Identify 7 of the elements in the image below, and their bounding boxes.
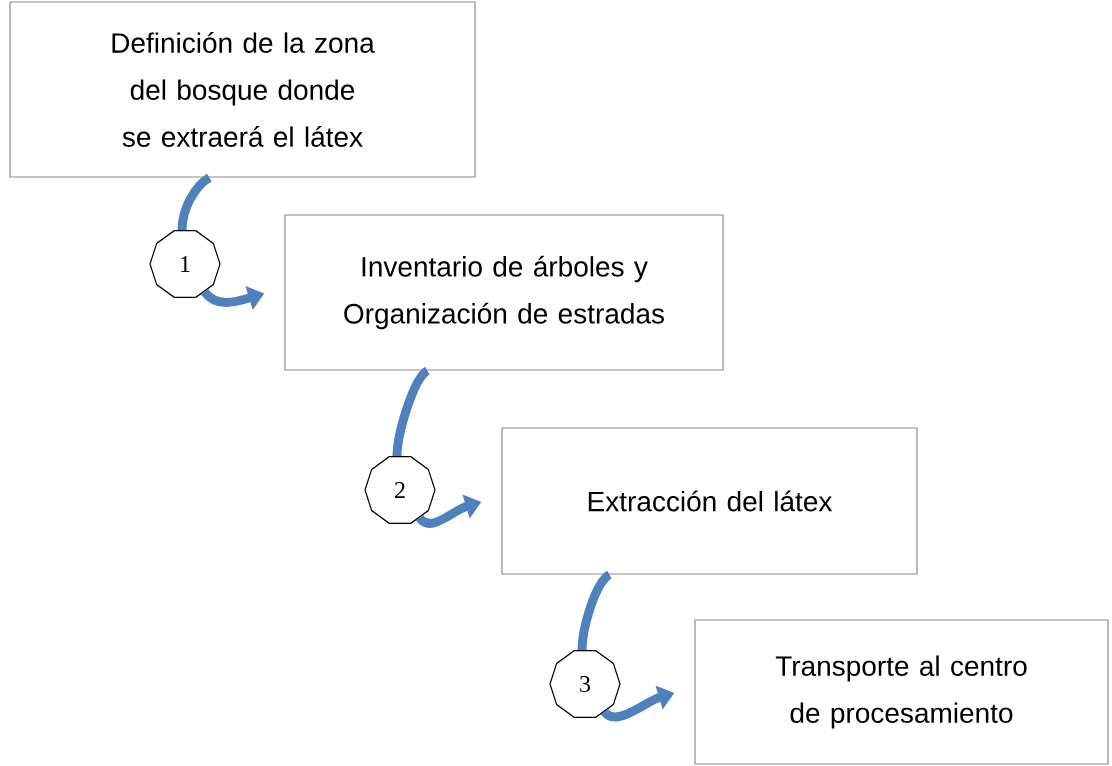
process-box: Definición de la zona del bosque donde se extraerá el látex [9,1,476,178]
step-number: 1 [149,230,221,298]
step-number: 3 [549,650,621,718]
process-box: Transporte al centro de procesamiento [694,619,1109,765]
step-number: 2 [364,456,436,524]
process-box: Extracción del látex [501,427,918,575]
process-box: Inventario de árboles y Organización de estradas [284,214,724,371]
